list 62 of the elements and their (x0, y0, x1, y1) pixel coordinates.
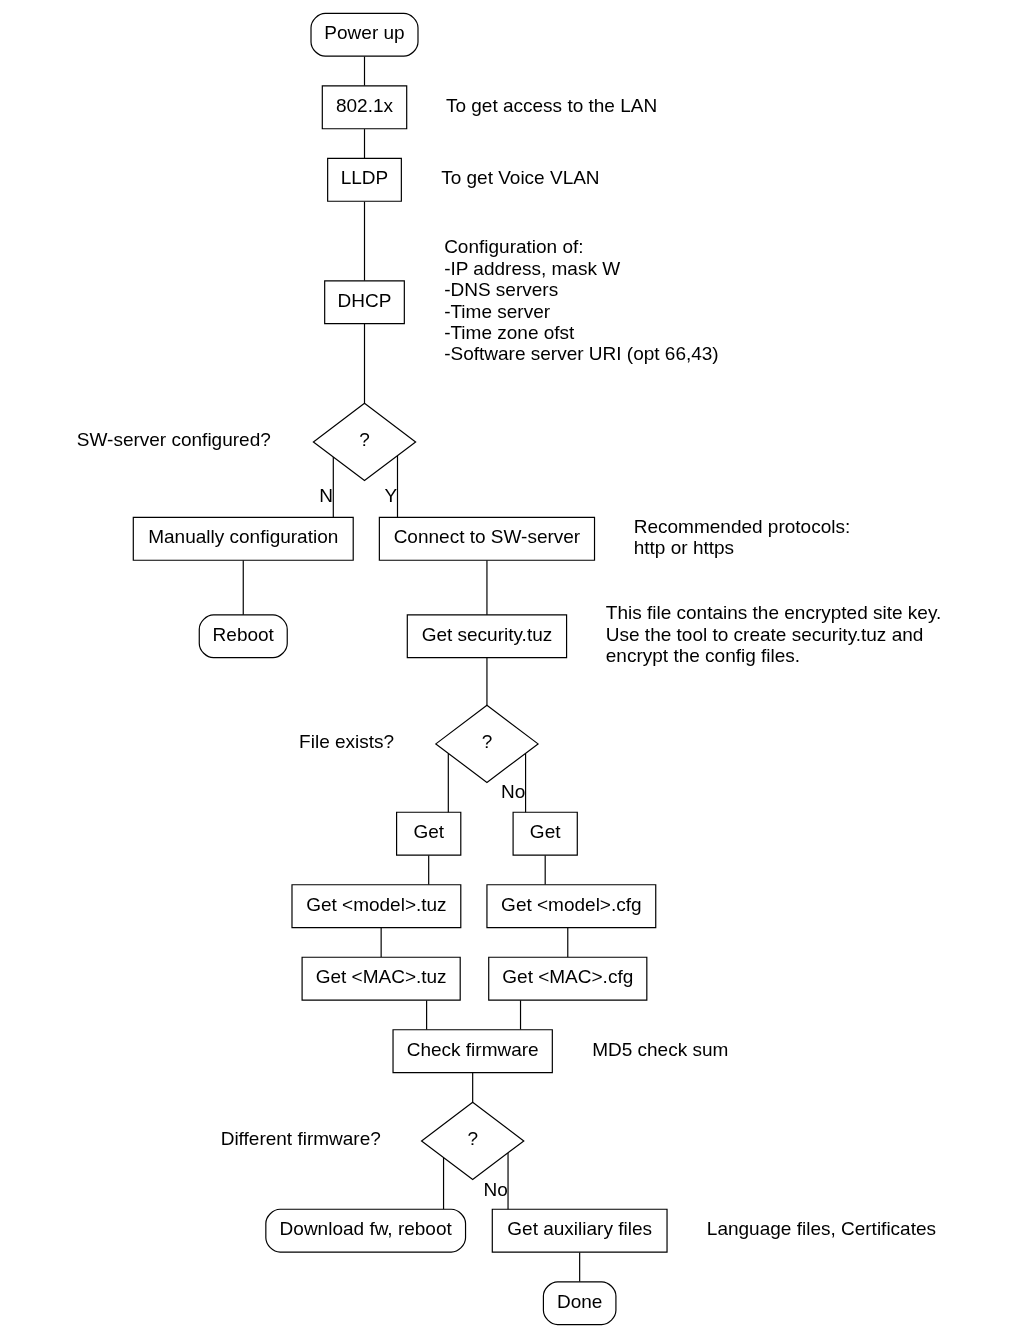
edge-label: N (319, 485, 334, 507)
node-label: -IP address, mask W (444, 257, 621, 279)
connector (363, 201, 366, 282)
connector (579, 1251, 581, 1283)
node-box: Get <MAC>.tuz (301, 956, 461, 1001)
edge-label: No (500, 781, 526, 803)
node-label: -Software server URI (opt 66,43) (444, 343, 719, 365)
node-label: http or https (633, 537, 735, 559)
connector (428, 854, 430, 885)
node-box: Get <model>.cfg (486, 884, 657, 929)
node-label: To get Voice VLAN (441, 167, 600, 189)
node-box: Get <model>.tuz (291, 884, 462, 929)
edge-label: No (483, 1179, 508, 1201)
connector (396, 455, 399, 518)
node-box: Get auxiliary files (491, 1208, 668, 1253)
node-label: File exists? (299, 731, 395, 753)
node-box: 802.1x (321, 85, 408, 130)
connector (544, 854, 546, 885)
node-box: Get <MAC>.cfg (488, 956, 648, 1001)
node-box: Manually configuration (132, 516, 354, 561)
node-box: DHCP (324, 280, 405, 325)
node-label: Configuration of: (444, 236, 584, 258)
connector (486, 559, 488, 616)
connector (567, 927, 569, 958)
node-box: Get (512, 811, 578, 856)
node-box: Reboot (198, 614, 288, 659)
node-label: To get access to the LAN (445, 94, 658, 116)
connector (442, 1157, 445, 1210)
node-box: Connect to SW-server (378, 516, 596, 561)
node-label: Language files, Certificates (706, 1218, 937, 1240)
node-label: SW-server configured? (76, 429, 271, 451)
node-label: -DNS servers (444, 279, 559, 301)
node-box: Download fw, reboot (265, 1208, 467, 1253)
node-box: LLDP (327, 157, 402, 202)
node-box: Get (396, 811, 462, 856)
connector (426, 999, 428, 1031)
node-label: -Time zone ofst (444, 321, 575, 343)
node-label: MD5 check sum (592, 1038, 729, 1060)
connector (363, 323, 366, 404)
node-box: Power up (310, 12, 419, 57)
node-label: -Time server (444, 300, 551, 322)
node-diamond: ? (434, 704, 540, 784)
connector (519, 999, 522, 1031)
node-box: Check firmware (392, 1029, 553, 1074)
node-box: Done (542, 1281, 617, 1326)
connector (242, 559, 244, 616)
node-label: This file contains the encrypted site key. Use the tool to create security.tuz and encrypt the config files. (605, 602, 942, 667)
node-label: Different firmware? (220, 1128, 381, 1150)
connector (363, 128, 366, 159)
connector (363, 55, 366, 87)
node-diamond: ? (420, 1101, 525, 1181)
edge-label: Y (384, 484, 398, 506)
connector (486, 657, 488, 706)
connector (507, 1152, 509, 1210)
connector (472, 1072, 474, 1103)
node-label: Recommended protocols: (633, 515, 851, 537)
connector (332, 456, 334, 518)
node-diamond: ? (312, 402, 417, 482)
connector (380, 927, 382, 958)
node-box: Get security.tuz (406, 614, 568, 659)
connector (525, 752, 527, 813)
connector (447, 752, 449, 813)
